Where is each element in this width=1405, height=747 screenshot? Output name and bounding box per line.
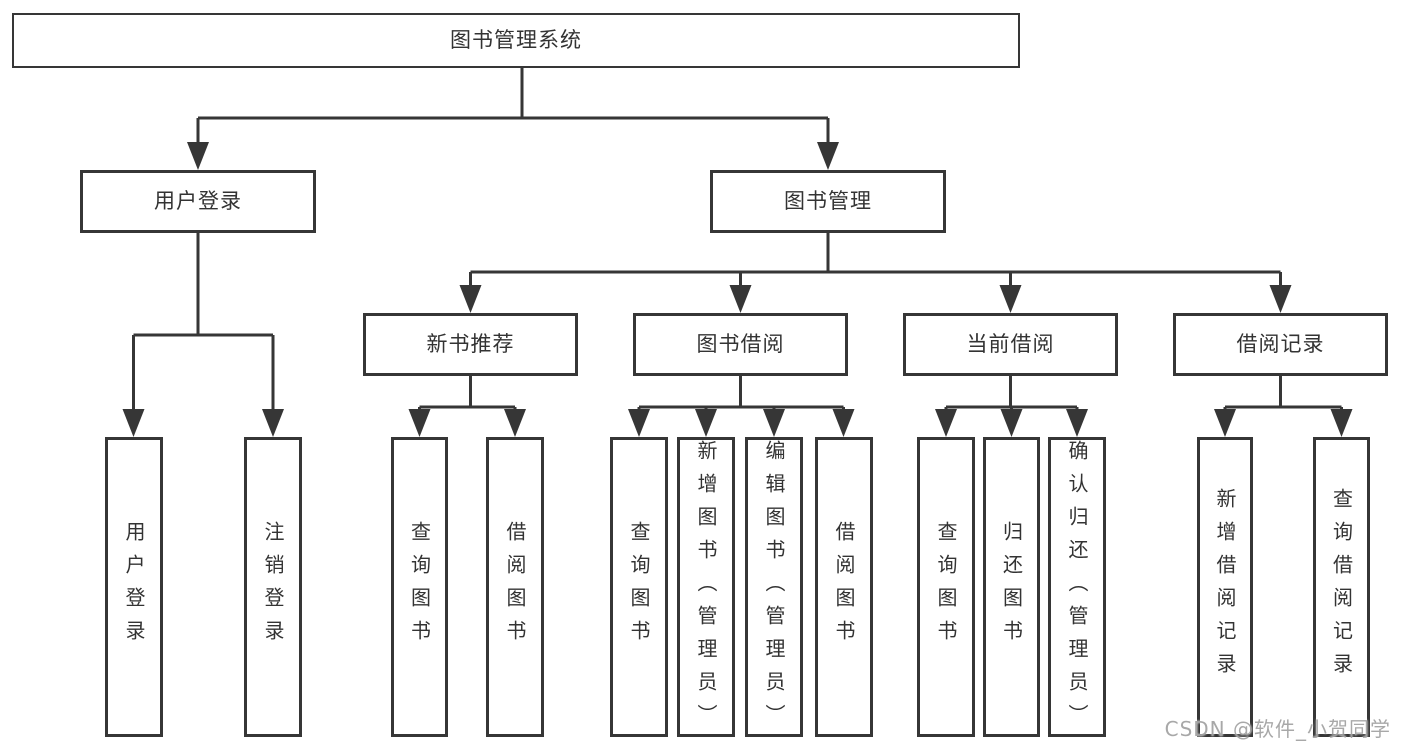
edge-records-split: [1223, 376, 1343, 411]
leaf-query-books-borrowing: 查询图书: [610, 437, 668, 737]
leaf-user-login: 用户登录: [105, 437, 163, 737]
leaf-query-books-recommend: 查询图书: [391, 437, 448, 737]
node-label: 当前借阅: [966, 332, 1055, 356]
edge-mgmt-split: [469, 233, 1282, 287]
arrowhead: [1000, 409, 1023, 437]
node-label: 用户登录: [154, 189, 242, 213]
arrowhead: [832, 409, 855, 437]
arrowhead: [935, 409, 957, 437]
arrowhead: [504, 409, 526, 437]
arrowhead: [1214, 409, 1236, 437]
arrowhead: [187, 142, 209, 170]
arrowhead: [695, 409, 717, 437]
node-label: 编辑图书（管理员）: [762, 440, 786, 737]
node-user-login: 用户登录: [80, 170, 316, 233]
node-current-borrowing: 当前借阅: [903, 313, 1118, 376]
node-label: 查询图书: [934, 521, 958, 653]
leaf-query-books-current: 查询图书: [917, 437, 975, 737]
csdn-watermark: CSDN @软件_小贺同学: [1164, 717, 1391, 741]
leaf-borrow-books-borrowing: 借阅图书: [815, 437, 873, 737]
node-label: 确认归还（管理员）: [1065, 440, 1089, 737]
arrowhead: [459, 285, 482, 313]
arrowhead: [628, 409, 650, 437]
node-label: 借阅图书: [832, 521, 856, 653]
arrowhead: [817, 142, 839, 170]
arrowhead: [122, 409, 145, 437]
node-label: 查询图书: [627, 521, 651, 653]
leaf-borrow-books-recommend: 借阅图书: [486, 437, 544, 737]
arrowhead: [408, 409, 431, 437]
arrowhead: [1330, 409, 1353, 437]
edge-borrowing-split: [637, 376, 845, 411]
arrowhead: [1066, 409, 1088, 437]
node-label: 归还图书: [999, 521, 1024, 653]
leaf-query-borrow-record: 查询借阅记录: [1313, 437, 1370, 737]
node-label: 图书借阅: [696, 332, 785, 356]
node-new-book-recommend: 新书推荐: [363, 313, 578, 376]
arrowhead: [262, 409, 284, 437]
edge-root-split: [196, 68, 830, 144]
leaf-return-books: 归还图书: [983, 437, 1040, 737]
node-root-library-management-system: 图书管理系统: [12, 13, 1020, 68]
node-borrowing-records: 借阅记录: [1173, 313, 1388, 376]
edge-recommend-split: [418, 376, 517, 411]
leaf-edit-books-admin: 编辑图书（管理员）: [745, 437, 803, 737]
node-book-borrowing: 图书借阅: [633, 313, 848, 376]
edge-current-split: [944, 376, 1079, 411]
node-label: 新书推荐: [426, 332, 515, 356]
arrowheads: [122, 142, 1353, 437]
edge-login-split: [132, 233, 275, 411]
node-label: 借阅图书: [503, 521, 527, 653]
node-label: 用户登录: [122, 521, 146, 653]
leaf-add-borrow-record: 新增借阅记录: [1197, 437, 1253, 737]
node-label: 图书管理: [784, 189, 872, 213]
arrowhead: [729, 285, 752, 313]
node-label: 图书管理系统: [450, 28, 582, 52]
leaf-logout: 注销登录: [244, 437, 302, 737]
node-label: 注销登录: [261, 521, 285, 653]
arrowhead: [1269, 285, 1292, 313]
arrowhead: [999, 285, 1022, 313]
arrowhead: [763, 409, 785, 437]
node-label: 新增借阅记录: [1213, 488, 1237, 686]
node-label: 查询借阅记录: [1329, 488, 1354, 686]
leaf-confirm-return-admin: 确认归还（管理员）: [1048, 437, 1106, 737]
node-label: 查询图书: [407, 521, 432, 653]
node-label: 借阅记录: [1236, 332, 1325, 356]
node-book-management: 图书管理: [710, 170, 946, 233]
node-label: 新增图书（管理员）: [694, 440, 718, 737]
leaf-add-books-admin: 新增图书（管理员）: [677, 437, 735, 737]
